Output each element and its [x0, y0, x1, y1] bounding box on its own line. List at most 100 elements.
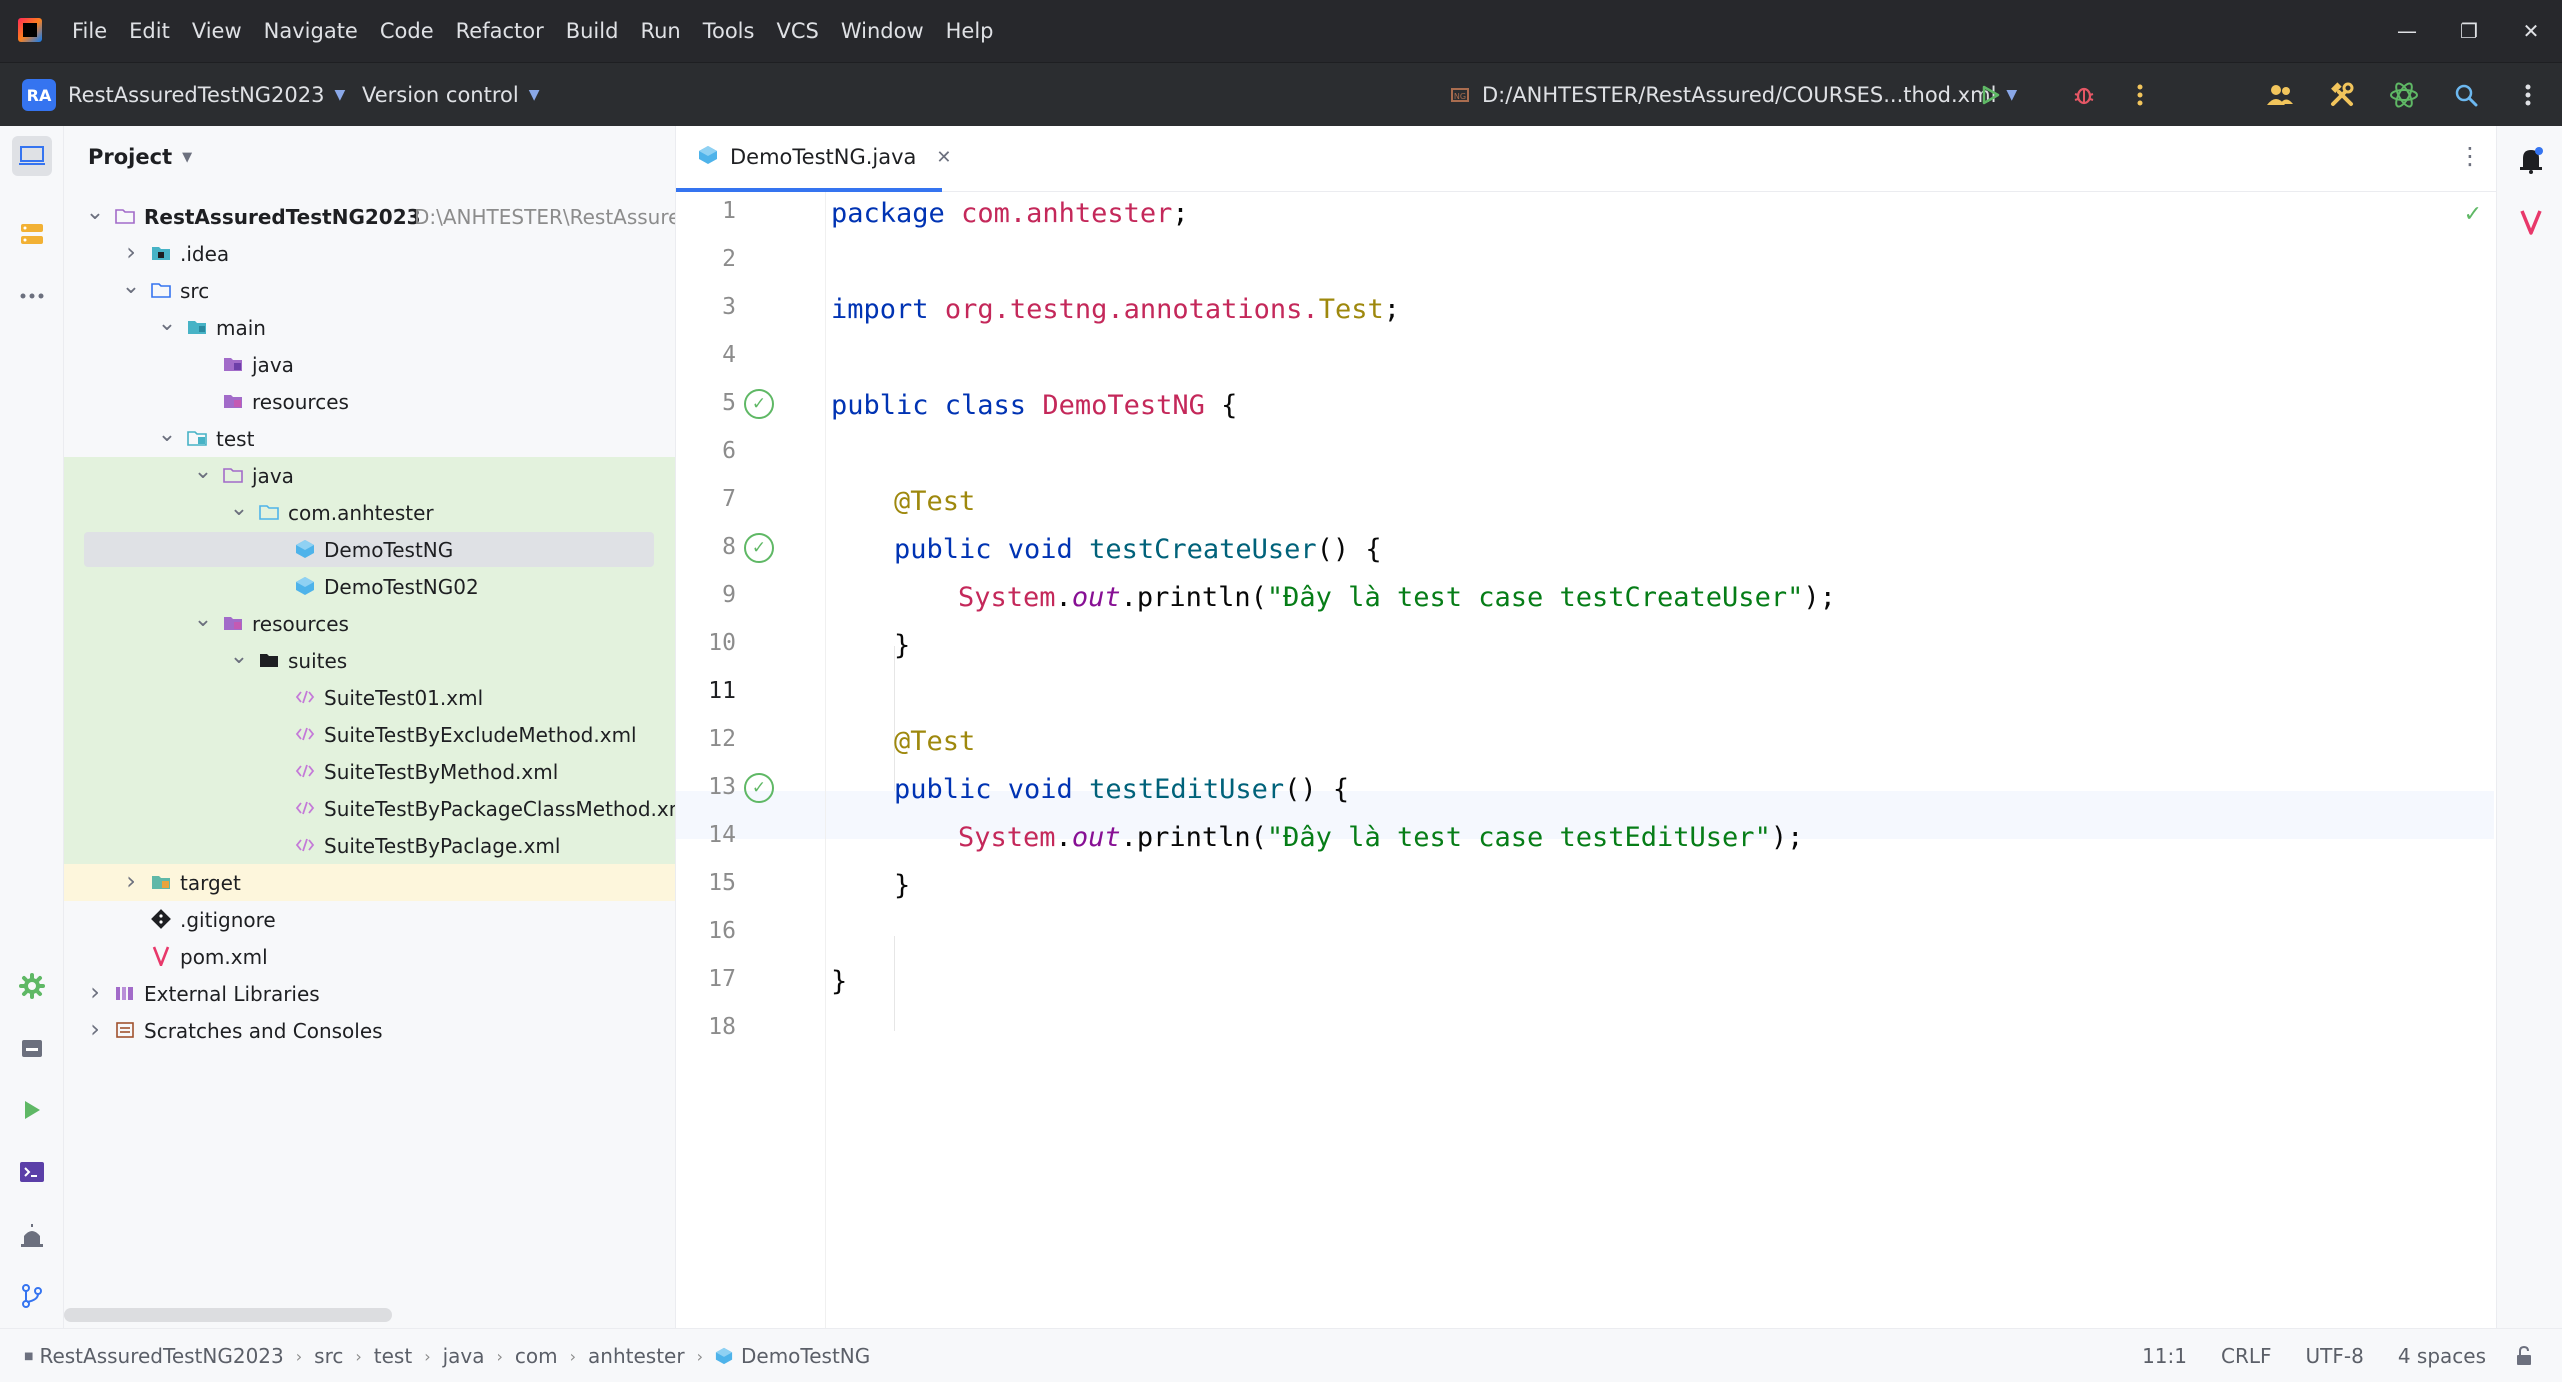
- no-problems-check-icon[interactable]: ✓: [2463, 202, 2482, 227]
- line-number[interactable]: 18: [708, 1014, 736, 1040]
- breadcrumb-item[interactable]: src: [314, 1344, 344, 1368]
- chevron-right-icon[interactable]: ›: [90, 978, 100, 1006]
- tree-item-suites[interactable]: ⌄suites: [64, 642, 675, 679]
- run-icon[interactable]: [1972, 77, 2008, 113]
- line-number[interactable]: 8: [722, 534, 736, 560]
- ai-assistant-icon[interactable]: [2386, 77, 2422, 113]
- tree-item-src[interactable]: ⌄src: [64, 272, 675, 309]
- terminal-tool-icon[interactable]: [12, 1152, 52, 1192]
- file-encoding[interactable]: UTF-8: [2305, 1344, 2364, 1368]
- line-separator[interactable]: CRLF: [2220, 1344, 2272, 1368]
- horizontal-scrollbar[interactable]: [64, 1308, 392, 1322]
- menu-vcs[interactable]: VCS: [776, 19, 819, 43]
- tree-item-test[interactable]: ⌄test: [64, 420, 675, 457]
- run-tool-icon[interactable]: [12, 1090, 52, 1130]
- code-line-17[interactable]: }: [831, 966, 848, 997]
- tree-item-suitetestbypaclage-xml[interactable]: SuiteTestByPaclage.xml: [64, 827, 675, 864]
- line-number[interactable]: 16: [708, 918, 736, 944]
- breadcrumb-item[interactable]: RestAssuredTestNG2023: [39, 1344, 284, 1368]
- line-number[interactable]: 7: [722, 486, 736, 512]
- line-number[interactable]: 2: [722, 246, 736, 272]
- close-tab-icon[interactable]: ✕: [936, 146, 952, 168]
- settings-menu-icon[interactable]: [2510, 77, 2546, 113]
- breadcrumb-item[interactable]: anhtester: [588, 1344, 685, 1368]
- build-tools-icon[interactable]: [2324, 77, 2360, 113]
- more-tools-icon[interactable]: [12, 276, 52, 316]
- menu-tools[interactable]: Tools: [702, 19, 755, 43]
- menu-refactor[interactable]: Refactor: [455, 19, 544, 43]
- tab-more-icon[interactable]: ⋮: [2458, 142, 2482, 170]
- chevron-right-icon[interactable]: ›: [90, 1015, 100, 1043]
- breadcrumb-item[interactable]: com: [514, 1344, 558, 1368]
- code-line-12[interactable]: @Test: [894, 726, 975, 757]
- test-passed-run-icon[interactable]: ✓: [744, 389, 774, 419]
- minimize-button[interactable]: —: [2397, 19, 2417, 43]
- chevron-down-icon[interactable]: ⌄: [193, 458, 213, 484]
- menu-file[interactable]: File: [72, 19, 108, 43]
- breadcrumb-item[interactable]: test: [373, 1344, 413, 1368]
- line-number[interactable]: 9: [722, 582, 736, 608]
- line-number[interactable]: 4: [722, 342, 736, 368]
- menu-help[interactable]: Help: [945, 19, 994, 43]
- code-line-10[interactable]: }: [894, 630, 911, 661]
- chevron-down-icon[interactable]: ⌄: [229, 643, 249, 669]
- more-actions-icon[interactable]: [2122, 77, 2158, 113]
- line-number[interactable]: 5: [722, 390, 736, 416]
- close-window-button[interactable]: ✕: [2522, 19, 2540, 43]
- line-number[interactable]: 12: [708, 726, 736, 752]
- git-tool-icon[interactable]: [12, 1276, 52, 1316]
- code-line-1[interactable]: package com.anhtester;: [831, 198, 1189, 229]
- problems-tool-icon[interactable]: [12, 1216, 52, 1256]
- project-panel-header[interactable]: Project ▼: [64, 126, 675, 188]
- build-tool-icon[interactable]: [12, 1028, 52, 1068]
- code-line-14[interactable]: System.out.println("Đây là test case tes…: [958, 822, 1803, 853]
- line-number[interactable]: 6: [722, 438, 736, 464]
- tree-item-demotestng[interactable]: DemoTestNG: [64, 531, 675, 568]
- search-icon[interactable]: [2448, 77, 2484, 113]
- line-number[interactable]: 17: [708, 966, 736, 992]
- intellij-logo-icon[interactable]: [18, 18, 42, 42]
- notifications-icon[interactable]: [2511, 140, 2551, 180]
- code-line-3[interactable]: import org.testng.annotations.Test;: [831, 294, 1400, 325]
- lock-icon[interactable]: [2516, 1346, 2532, 1366]
- chevron-right-icon[interactable]: ›: [126, 238, 136, 266]
- tree-item-pom-xml[interactable]: pom.xml: [64, 938, 675, 975]
- debug-icon[interactable]: [2066, 77, 2102, 113]
- code-line-15[interactable]: }: [894, 870, 911, 901]
- chevron-down-icon[interactable]: ⌄: [121, 273, 141, 299]
- code-line-9[interactable]: System.out.println("Đây là test case tes…: [958, 582, 1836, 613]
- line-number[interactable]: 10: [708, 630, 736, 656]
- tree-item-java[interactable]: ⌄java: [64, 457, 675, 494]
- chevron-down-icon[interactable]: ⌄: [193, 606, 213, 632]
- indent-setting[interactable]: 4 spaces: [2397, 1344, 2486, 1368]
- tree-item-demotestng02[interactable]: DemoTestNG02: [64, 568, 675, 605]
- tree-item-suitetestbymethod-xml[interactable]: SuiteTestByMethod.xml: [64, 753, 675, 790]
- tree-item-suitetestbyexcludemethod-xml[interactable]: SuiteTestByExcludeMethod.xml: [64, 716, 675, 753]
- tree-item-target[interactable]: ›target: [64, 864, 675, 901]
- line-number[interactable]: 15: [708, 870, 736, 896]
- test-passed-run-icon[interactable]: ✓: [744, 533, 774, 563]
- line-number[interactable]: 1: [722, 198, 736, 224]
- maven-tool-icon[interactable]: [2511, 202, 2551, 242]
- tab-demotestng-java[interactable]: DemoTestNG.java ✕: [676, 126, 952, 192]
- structure-tool-icon[interactable]: [12, 214, 52, 254]
- breadcrumb-item[interactable]: java: [442, 1344, 485, 1368]
- code-line-7[interactable]: @Test: [894, 486, 975, 517]
- line-number[interactable]: 3: [722, 294, 736, 320]
- tree-item--gitignore[interactable]: .gitignore: [64, 901, 675, 938]
- code-line-13[interactable]: public void testEditUser() {: [894, 774, 1349, 805]
- line-number[interactable]: 11: [708, 678, 736, 704]
- menu-edit[interactable]: Edit: [129, 19, 170, 43]
- tree-item-resources[interactable]: ⌄resources: [64, 605, 675, 642]
- tree-item--idea[interactable]: ›.idea: [64, 235, 675, 272]
- menu-run[interactable]: Run: [640, 19, 681, 43]
- menu-view[interactable]: View: [191, 19, 242, 43]
- chevron-down-icon[interactable]: ⌄: [157, 310, 177, 336]
- code-line-8[interactable]: public void testCreateUser() {: [894, 534, 1382, 565]
- tree-item-scratches-and-consoles[interactable]: ›Scratches and Consoles: [64, 1012, 675, 1049]
- project-switcher[interactable]: RA RestAssuredTestNG2023 ▼: [22, 79, 345, 111]
- project-tool-icon[interactable]: [12, 136, 52, 176]
- code-with-me-icon[interactable]: [2262, 77, 2298, 113]
- menu-navigate[interactable]: Navigate: [263, 19, 358, 43]
